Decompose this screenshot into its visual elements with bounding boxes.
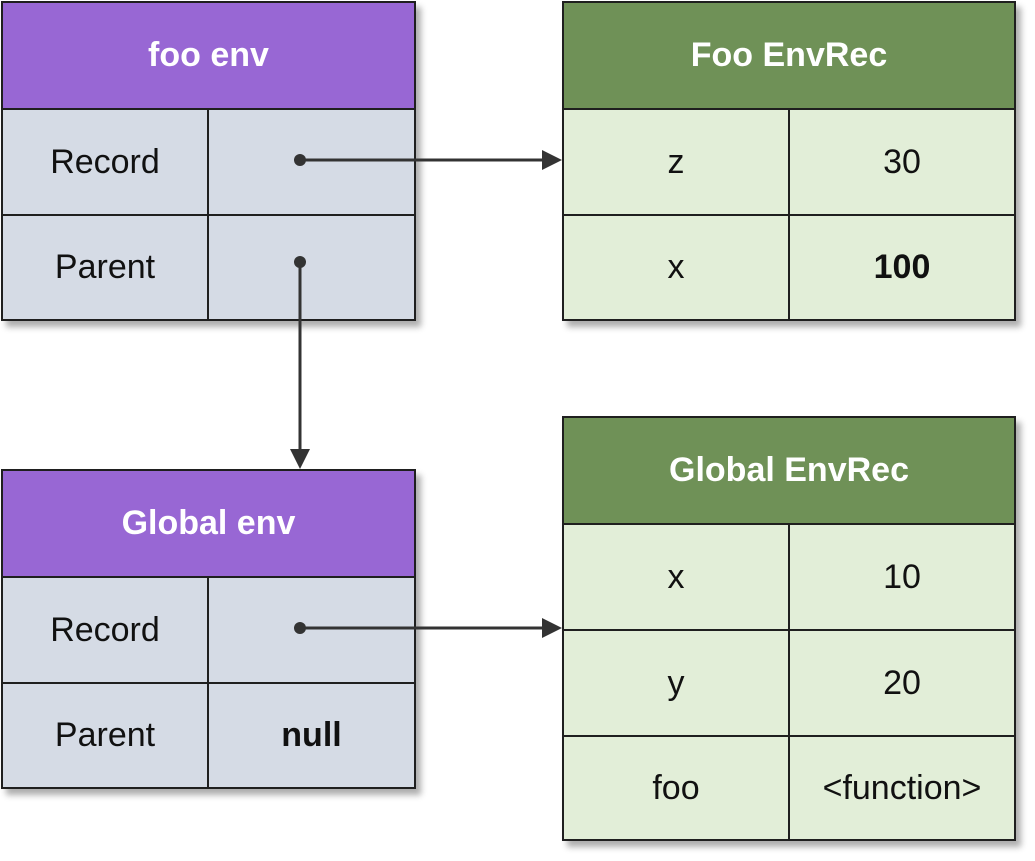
- global-env-parent-value: null: [281, 716, 342, 754]
- foo-env-parent-row: Parent: [3, 216, 414, 319]
- foo-env-parent-pointer: [209, 216, 414, 319]
- global-envrec-value-x: 10: [883, 557, 921, 596]
- global-env-parent-label: Parent: [3, 684, 209, 787]
- global-env-parent-row: Parent null: [3, 684, 414, 787]
- foo-env-record-label: Record: [3, 110, 209, 214]
- foo-envrec-name-z: z: [564, 110, 790, 214]
- global-envrec-value-y: 20: [883, 663, 921, 702]
- global-envrec-row-y: y 20: [564, 631, 1014, 737]
- foo-envrec-row-x: x 100: [564, 216, 1014, 319]
- global-env-title: Global env: [3, 471, 414, 578]
- global-envrec-title: Global EnvRec: [564, 418, 1014, 525]
- global-envrec-table: Global EnvRec x 10 y 20 foo <function>: [562, 416, 1016, 841]
- foo-env-title: foo env: [3, 3, 414, 110]
- foo-envrec-name-x: x: [564, 216, 790, 319]
- foo-envrec-value-x: 100: [873, 248, 931, 286]
- foo-envrec-title: Foo EnvRec: [564, 3, 1014, 110]
- global-envrec-name-foo: foo: [564, 737, 790, 839]
- foo-env-table: foo env Record Parent: [1, 1, 416, 321]
- global-envrec-value-foo: <function>: [822, 768, 982, 807]
- global-envrec-name-x: x: [564, 525, 790, 629]
- foo-envrec-table: Foo EnvRec z 30 x 100: [562, 1, 1016, 321]
- global-env-table: Global env Record Parent null: [1, 469, 416, 789]
- global-env-record-row: Record: [3, 578, 414, 684]
- foo-envrec-row-z: z 30: [564, 110, 1014, 216]
- global-envrec-name-y: y: [564, 631, 790, 735]
- foo-env-record-pointer: [209, 110, 414, 214]
- global-envrec-row-x: x 10: [564, 525, 1014, 631]
- global-env-record-pointer: [209, 578, 414, 682]
- global-envrec-row-foo: foo <function>: [564, 737, 1014, 839]
- foo-env-parent-label: Parent: [3, 216, 209, 319]
- foo-envrec-value-z: 30: [883, 142, 921, 181]
- global-env-record-label: Record: [3, 578, 209, 682]
- foo-env-record-row: Record: [3, 110, 414, 216]
